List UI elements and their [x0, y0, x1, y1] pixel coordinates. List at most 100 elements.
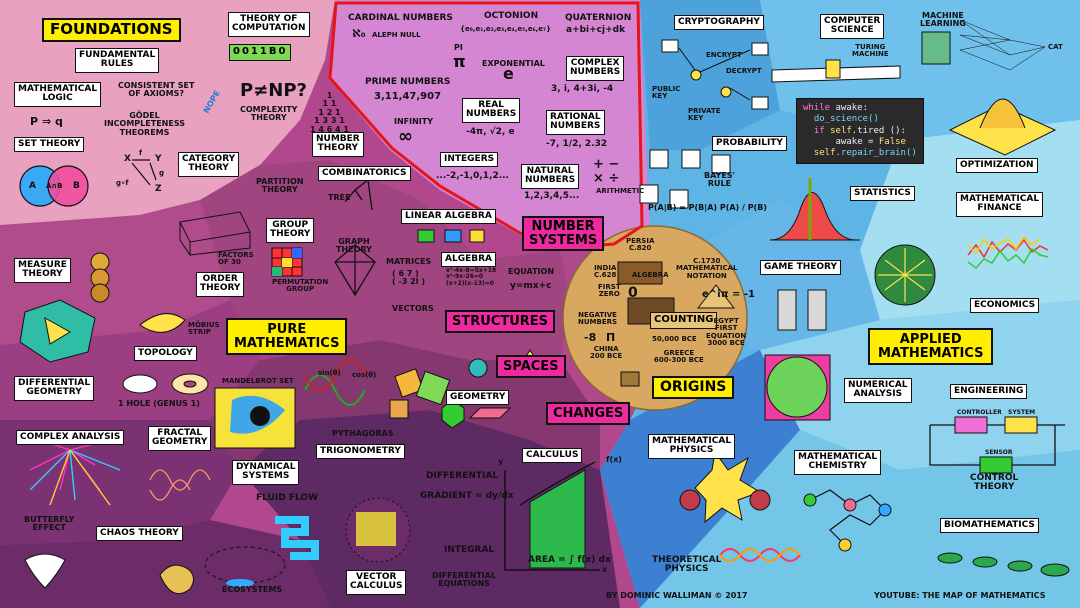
spaces-title: SPACES	[496, 355, 566, 378]
computer-science: COMPUTER SCIENCE	[820, 14, 885, 39]
counting: COUNTING	[650, 312, 718, 329]
geometry: GEOMETRY	[446, 390, 510, 406]
game-theory: GAME THEORY	[760, 260, 842, 276]
integer-examples: ...-2,-1,0,1,2...	[436, 171, 509, 181]
numerical-analysis: NUMERICAL ANALYSIS	[844, 378, 912, 403]
bayes-rule: BAYES' RULE	[704, 171, 735, 189]
theory-of-computation: THEORY OF COMPUTATION	[228, 12, 310, 37]
differential-equations: DIFFERENTIAL EQUATIONS	[432, 571, 497, 589]
fx-label: f(x)	[606, 455, 622, 464]
chaos-theory: CHAOS THEORY	[96, 526, 183, 542]
order-theory: ORDER THEORY	[196, 272, 245, 297]
cat-z: Z	[155, 184, 162, 194]
arithmetic-label: ARITHMETIC	[596, 187, 645, 195]
changes-title: CHANGES	[546, 402, 631, 425]
fractal-geometry: FRACTAL GEOMETRY	[148, 426, 212, 451]
area-formula: AREA = ∫ f(x) dx	[528, 555, 611, 565]
cat-label: CAT	[1048, 43, 1063, 51]
integral: INTEGRAL	[444, 545, 495, 555]
number-systems-title: NUMBER SYSTEMS	[522, 216, 605, 252]
cat-g: g	[159, 169, 165, 177]
structures-title: STRUCTURES	[445, 310, 556, 333]
pascal-triangle: 1 1 1 1 2 1 1 3 3 1 1 4 6 4 1	[310, 91, 349, 134]
origins-title: ORIGINS	[652, 376, 735, 399]
implication-formula: P ⇒ q	[30, 115, 63, 128]
venn-a-label: A	[29, 181, 36, 191]
p-np-text: P≠NP?	[240, 80, 307, 101]
mathematical-logic: MATHEMATICAL LOGIC	[14, 82, 102, 107]
group-theory: GROUP THEORY	[266, 218, 315, 243]
negative-numbers: NEGATIVE NUMBERS	[578, 311, 618, 327]
controller-label: CONTROLLER	[957, 409, 1002, 416]
gradient: GRADIENT = dy/dx	[420, 491, 514, 501]
one-hole: 1 HOLE (GENUS 1)	[118, 399, 200, 408]
complex-examples: 3, i, 4+3i, -4	[551, 84, 614, 94]
vector-calculus: VECTOR CALCULUS	[346, 570, 407, 595]
mandelbrot-set: MANDELBROT SET	[222, 377, 294, 385]
turing-machine: TURING MACHINE	[852, 43, 889, 59]
octonion: OCTONION	[484, 11, 539, 21]
encrypt: ENCRYPT	[706, 51, 742, 59]
y-axis-label: y	[498, 457, 504, 466]
probability: PROBABILITY	[712, 136, 787, 152]
rational-examples: -7, 1/2, 2.32	[546, 139, 608, 149]
algebra-lines: x²-4x-8=5x+18 x²-9x-26=0 (x+2)(x-13)=0	[446, 267, 497, 287]
bayes-formula: P(A|B) = P(B|A) P(A) / P(B)	[648, 203, 767, 212]
arithmetic-operators: + − × ÷	[593, 157, 620, 186]
applied-mathematics-title: APPLIED MATHEMATICS	[868, 328, 994, 366]
sensor-label: SENSOR	[985, 449, 1013, 456]
economics: ECONOMICS	[970, 298, 1040, 314]
measure-theory: MEASURE THEORY	[14, 258, 71, 283]
matrix-example: ( 6 7 ) ( -3 2i )	[392, 269, 426, 287]
control-theory: CONTROL THEORY	[970, 473, 1019, 493]
dynamical-systems: DYNAMICAL SYSTEMS	[232, 460, 300, 485]
optimization: OPTIMIZATION	[956, 158, 1038, 174]
algebra: ALGEBRA	[441, 252, 496, 268]
origins-pi: π	[606, 331, 616, 344]
origins-algebra: ALGEBRA	[632, 271, 669, 279]
foundations-title: FOUNDATIONS	[42, 18, 181, 42]
mathematical-chemistry: MATHEMATICAL CHEMISTRY	[794, 450, 882, 475]
complex-analysis: COMPLEX ANALYSIS	[16, 430, 125, 446]
persia: PERSIA c.820	[626, 237, 655, 253]
partition-theory: PARTITION THEORY	[256, 177, 304, 195]
public-key: PUBLIC KEY	[652, 85, 681, 101]
code-snippet: while awake: do_science() if self.tired …	[796, 98, 924, 165]
zero: 0	[628, 285, 638, 301]
differential-geometry: DIFFERENTIAL GEOMETRY	[14, 376, 95, 401]
aleph-null: ALEPH NULL	[372, 31, 421, 39]
biomathematics: BIOMATHEMATICS	[940, 518, 1039, 534]
mathematical-physics: MATHEMATICAL PHYSICS	[648, 434, 736, 459]
matrices: MATRICES	[386, 257, 432, 266]
combinatorics: COMBINATORICS	[318, 166, 411, 182]
infinity-label: INFINITY	[394, 117, 434, 126]
euler-identity: e^iπ = -1	[702, 289, 755, 300]
category-theory: CATEGORY THEORY	[178, 152, 240, 177]
cos-label: cos(θ)	[352, 371, 377, 379]
private-key: PRIVATE KEY	[688, 107, 721, 123]
decrypt: DECRYPT	[726, 67, 762, 75]
graph-theory: GRAPH THEORY	[336, 237, 372, 255]
neg8: -8	[584, 331, 597, 344]
prime-examples: 3,11,47,907	[374, 91, 442, 102]
cardinal-numbers: CARDINAL NUMBERS	[348, 13, 453, 23]
set-theory: SET THEORY	[14, 137, 85, 153]
calculus: CALCULUS	[522, 448, 583, 464]
tree-label: TREE	[328, 193, 351, 202]
cat-x: X	[124, 154, 131, 164]
linear-algebra: LINEAR ALGEBRA	[401, 209, 496, 225]
integers: INTEGERS	[440, 152, 499, 168]
butterfly-effect: BUTTERFLY EFFECT	[24, 515, 75, 533]
pi-label: PI	[454, 43, 463, 52]
e-symbol: e	[503, 64, 514, 83]
mathematical-notation: c.1730 MATHEMATICAL NOTATION	[676, 257, 738, 280]
venn-ab-label: A∩B	[46, 182, 63, 190]
cat-y: Y	[155, 154, 162, 164]
pythagoras: PYTHAGORAS	[332, 429, 394, 438]
statistics: STATISTICS	[850, 186, 915, 202]
aleph-symbol: ℵ₀	[352, 27, 366, 40]
complexity-theory-text: COMPLEXITY THEORY	[240, 105, 298, 123]
permutation-group: PERMUTATION GROUP	[272, 278, 329, 294]
fundamental-rules: FUNDAMENTAL RULES	[75, 48, 160, 73]
natural-numbers: NATURAL NUMBERS	[521, 164, 580, 189]
